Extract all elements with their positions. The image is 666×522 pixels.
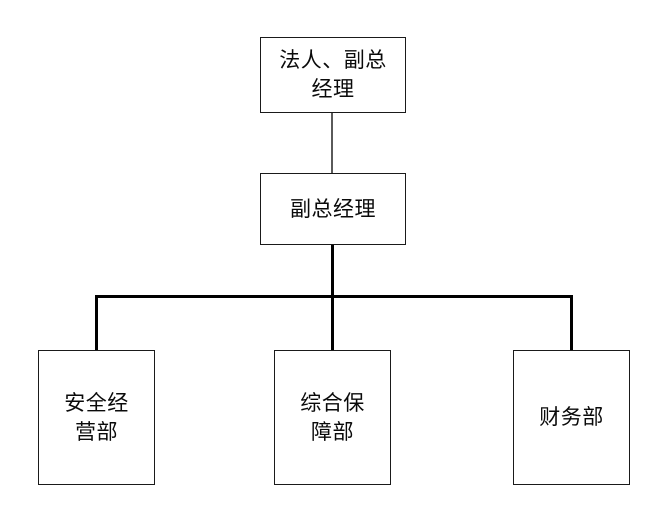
- connector-ceo-to-deputy: [331, 113, 333, 173]
- connector-deputy-trunk: [330, 245, 334, 296]
- node-box-department-1[interactable]: 安全经 营部: [38, 350, 155, 485]
- node-label-department-1: 安全经 营部: [64, 390, 129, 444]
- node-label-department-2: 综合保 障部: [300, 390, 365, 444]
- node-box-deputy[interactable]: 副总经理: [260, 173, 406, 245]
- connector-drop-department-1: [95, 294, 99, 351]
- connector-drop-department-3: [570, 294, 574, 351]
- node-box-department-2[interactable]: 综合保 障部: [274, 350, 391, 485]
- node-label-deputy: 副总经理: [290, 196, 376, 221]
- connector-drop-department-2: [330, 294, 334, 351]
- connector-horizontal-bus: [95, 294, 573, 298]
- node-box-ceo[interactable]: 法人、副总 经理: [260, 37, 406, 113]
- node-label-department-3: 财务部: [539, 405, 604, 430]
- node-box-department-3[interactable]: 财务部: [513, 350, 630, 485]
- node-label-ceo: 法人、副总 经理: [279, 48, 387, 101]
